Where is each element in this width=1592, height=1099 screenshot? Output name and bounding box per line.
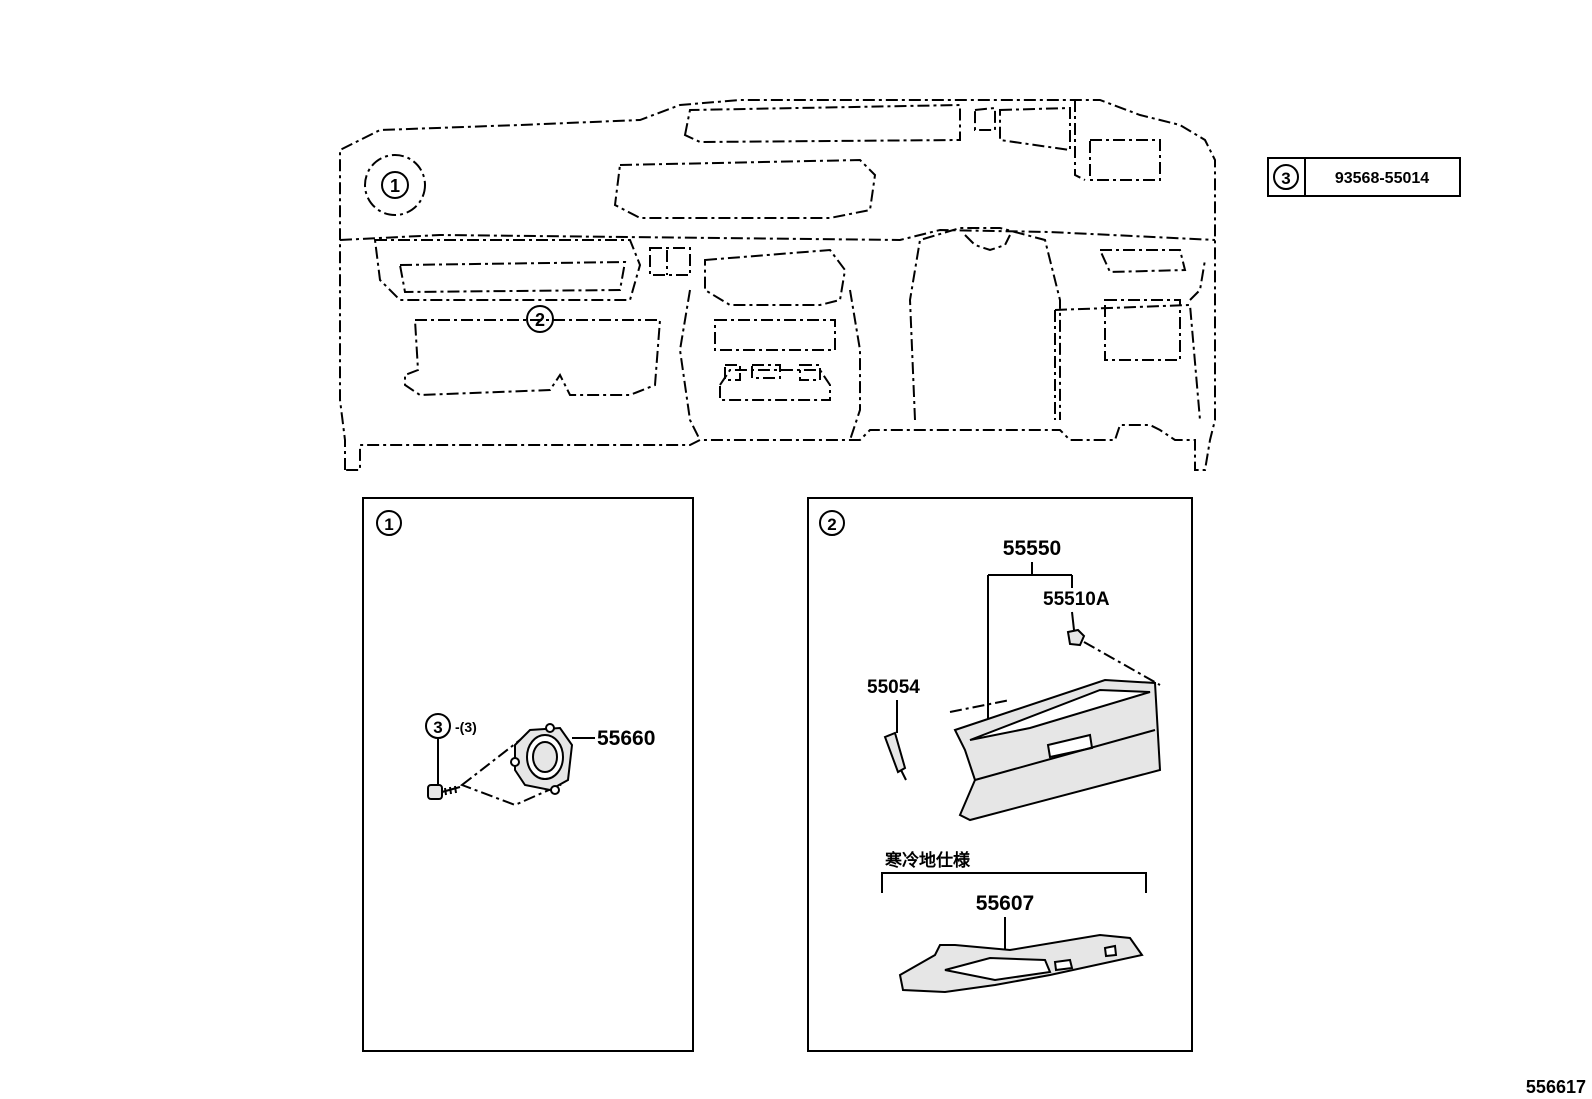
bumper-part xyxy=(1066,628,1086,647)
bumper-part-number: 55510A xyxy=(1043,589,1110,610)
damper-part xyxy=(883,731,907,781)
glove-box-door-part xyxy=(953,678,1162,822)
register-vent-part xyxy=(510,723,574,795)
detail-panel-1: 1 3 -(3) 55660 xyxy=(362,497,694,1052)
detail-panel-2: 2 55550 55510A 55054 寒冷地仕様 55607 xyxy=(807,497,1193,1052)
screw-quantity: -(3) xyxy=(455,719,477,735)
insulator-part-number: 55607 xyxy=(976,892,1034,915)
overview-callout-1: 1 xyxy=(381,171,409,199)
damper-part-number: 55054 xyxy=(867,677,920,698)
overview-callout-2: 2 xyxy=(526,305,554,333)
svg-text:1: 1 xyxy=(390,176,400,196)
panel-1-badge: 1 xyxy=(384,515,393,534)
glove-box-assembly-part-number: 55550 xyxy=(1003,537,1061,560)
reference-table: 3 93568-55014 xyxy=(1267,157,1461,197)
reference-callout: 3 xyxy=(1281,169,1290,188)
screw-callout: 3 xyxy=(433,718,442,737)
diagram-code: 556617 xyxy=(1526,1077,1586,1097)
reference-part-number: 93568-55014 xyxy=(1335,170,1429,187)
svg-text:2: 2 xyxy=(535,310,545,330)
instrument-panel-outline xyxy=(339,99,1216,471)
cold-region-spec-label: 寒冷地仕様 xyxy=(885,850,971,870)
screw-part xyxy=(427,784,461,800)
panel-2-badge: 2 xyxy=(827,515,836,534)
vent-part-number: 55660 xyxy=(597,727,655,750)
insulator-part xyxy=(898,933,1144,994)
